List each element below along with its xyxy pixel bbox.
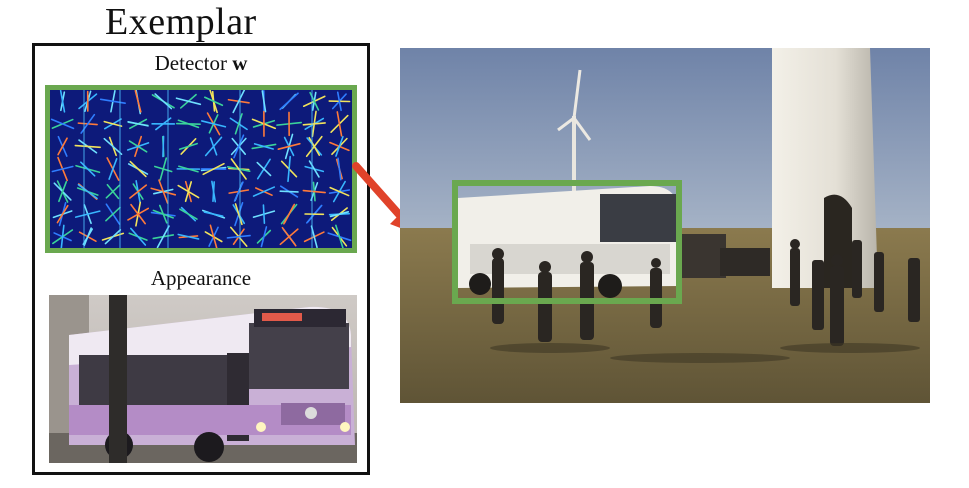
exemplar-panel: Detector w Appearance: [32, 43, 370, 475]
hog-gradient-stroke: [329, 211, 350, 218]
hog-gradient-stroke: [279, 228, 299, 246]
hog-gradient-stroke: [262, 204, 266, 224]
hog-gradient-stroke: [336, 111, 343, 137]
hog-gradient-stroke: [335, 135, 344, 157]
hog-gradient-stroke: [80, 161, 96, 177]
detector-label: Detector w: [35, 51, 367, 75]
hog-gradient-stroke: [184, 181, 193, 203]
hog-gradient-stroke: [233, 134, 245, 159]
hog-gradient-stroke: [302, 122, 326, 126]
hog-gradient-stroke: [83, 227, 92, 247]
hog-gradient-stroke: [212, 181, 215, 203]
hog-gradient-stroke: [127, 121, 149, 127]
hog-gradient-stroke: [329, 186, 350, 197]
hog-gradient-stroke: [256, 161, 272, 177]
detector-label-symbol: w: [232, 51, 248, 75]
hog-gradient-stroke: [106, 183, 120, 200]
hog-gradient-stroke: [56, 204, 69, 224]
hog-gradient-stroke: [58, 181, 68, 203]
hog-gradient-stroke: [335, 224, 344, 248]
hog-gradient-stroke: [178, 142, 198, 151]
hog-gradient-stroke: [108, 158, 118, 180]
hog-gradient-stroke: [260, 226, 268, 248]
hog-gradient-stroke: [179, 208, 198, 220]
hog-gradient-stroke: [162, 135, 165, 158]
hog-gradient-stroke: [158, 179, 169, 204]
hog-gradient-stroke: [80, 113, 96, 134]
hog-gradient-stroke: [129, 160, 147, 178]
hog-gradient-stroke: [57, 137, 68, 156]
hog-gradient-stroke: [336, 91, 342, 112]
hog-gradient-stroke: [74, 210, 101, 218]
hog-gradient-stroke: [60, 224, 65, 248]
hog-gradient-stroke: [234, 113, 243, 135]
hog-gradient-stroke: [77, 183, 98, 200]
detector-label-text: Detector: [154, 51, 233, 75]
hog-gradient-stroke: [158, 204, 168, 224]
hog-gradient-stroke: [178, 165, 199, 173]
hog-gradient-stroke: [279, 92, 299, 111]
hog-gradient-stroke: [308, 136, 321, 156]
hog-gradient-stroke: [134, 90, 142, 113]
hog-gradient-stroke: [203, 96, 224, 107]
hog-gradient-stroke: [129, 184, 148, 199]
hog-gradient-stroke: [253, 143, 274, 150]
scene-photo: [400, 48, 930, 403]
hog-gradient-stroke: [204, 136, 223, 157]
scene-image: [400, 48, 930, 403]
hog-gradient-stroke: [156, 225, 170, 248]
hog-gradient-stroke: [252, 186, 276, 197]
hog-gradient-stroke: [175, 97, 202, 106]
hog-gradient-stroke: [283, 203, 296, 225]
hog-gradient-stroke: [261, 90, 267, 113]
hog-gradient-stroke: [59, 90, 66, 113]
bus-photo: [49, 295, 357, 463]
hog-gradient-stroke: [74, 144, 101, 149]
hog-gradient-stroke: [99, 98, 126, 105]
detection-box: [452, 180, 682, 304]
hog-gradient-stroke: [337, 157, 342, 181]
hog-gradient-stroke: [201, 120, 227, 128]
detector-hog-visualization: [45, 85, 357, 253]
hog-icon: [50, 90, 352, 248]
hog-gradient-stroke: [302, 189, 326, 194]
hog-gradient-stroke: [175, 122, 201, 125]
appearance-label: Appearance: [150, 266, 252, 290]
hog-gradient-stroke: [127, 207, 149, 221]
hog-gradient-stroke: [279, 190, 299, 193]
exemplar-title: Exemplar: [105, 1, 257, 43]
hog-gradient-stroke: [103, 120, 123, 127]
hog-gradient-stroke: [177, 233, 200, 240]
hog-gradient-stroke: [126, 142, 150, 151]
hog-gradient-stroke: [51, 165, 74, 173]
hog-gradient-stroke: [277, 142, 301, 150]
bus-image: [49, 295, 357, 463]
hog-gradient-stroke: [234, 203, 243, 226]
hog-gradient-stroke: [233, 181, 244, 202]
hog-gradient-stroke: [203, 211, 224, 218]
hog-gradient-stroke: [103, 137, 123, 155]
hog-gradient-stroke: [209, 224, 218, 248]
hog-gradient-stroke: [226, 234, 251, 239]
hog-gradient-stroke: [154, 93, 173, 110]
hog-gradient-stroke: [130, 227, 147, 246]
hog-gradient-stroke: [154, 165, 173, 173]
hog-gradient-stroke: [202, 162, 225, 176]
hog-gradient-stroke: [308, 160, 320, 178]
hog-gradient-stroke: [105, 206, 121, 222]
hog-gradient-stroke: [230, 158, 247, 180]
hog-gradient-stroke: [287, 155, 291, 183]
hog-gradient-stroke: [50, 118, 75, 130]
hog-gradient-stroke: [232, 90, 246, 114]
hog-gradient-stroke: [104, 229, 122, 245]
